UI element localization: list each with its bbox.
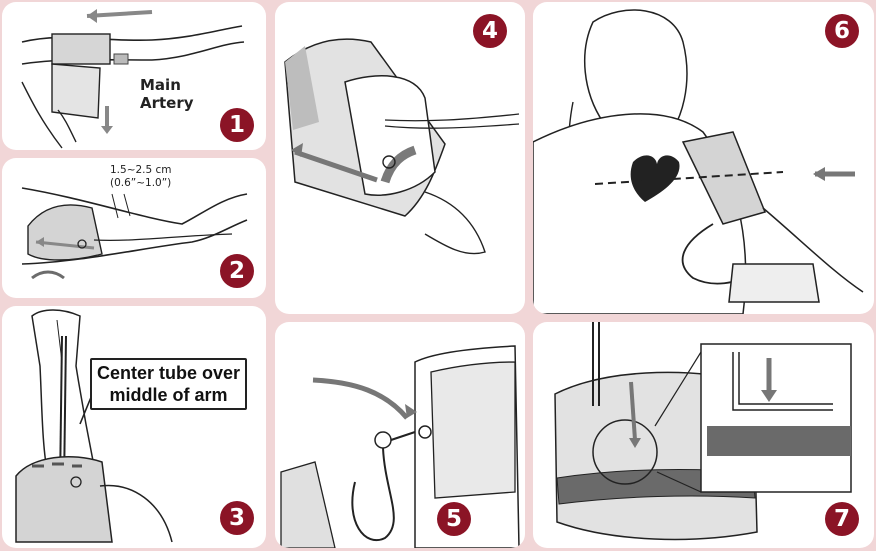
callout-line1: Center tube over	[97, 363, 241, 383]
panel-step-6: 6	[533, 2, 874, 314]
step-badge-1: 1	[220, 108, 254, 142]
step-badge-2: 2	[220, 254, 254, 288]
cuff-wrap-illustration-4	[284, 38, 520, 255]
cuff-indicator-illustration-7	[554, 322, 852, 541]
step-badge-3: 3	[220, 501, 254, 535]
main-artery-label-line2: Artery	[140, 94, 194, 112]
arm-tube-illustration-3	[15, 309, 173, 543]
seated-measurement-illustration-6	[533, 9, 864, 314]
panel-step-7: 7	[533, 322, 874, 548]
panel-step-1: Main Artery 1	[2, 2, 266, 150]
main-artery-label-line1: Main	[140, 76, 181, 94]
step-badge-6: 6	[825, 14, 859, 48]
callout-line2: middle of arm	[109, 385, 228, 405]
connect-hose-illustration-5	[280, 345, 520, 548]
distance-measure-label: 1.5~2.5 cm (0.6”~1.0”)	[110, 164, 172, 190]
distance-in: (0.6”~1.0”)	[110, 177, 172, 189]
arm-cuff-illustration-2	[21, 187, 248, 280]
panel-step-4: 4	[275, 2, 525, 314]
arm-cuff-illustration-1	[21, 9, 245, 149]
step-badge-5: 5	[437, 502, 471, 536]
step-badge-4: 4	[473, 14, 507, 48]
distance-cm: 1.5~2.5 cm	[110, 164, 172, 176]
main-artery-label: Main Artery	[140, 76, 194, 112]
center-tube-callout: Center tube over middle of arm	[90, 358, 248, 410]
panel-step-2: 1.5~2.5 cm (0.6”~1.0”) 2	[2, 158, 266, 298]
panel-step-5: 5	[275, 322, 525, 548]
step-badge-7: 7	[825, 502, 859, 536]
panel-step-3: Center tube over middle of arm 3	[2, 306, 266, 548]
